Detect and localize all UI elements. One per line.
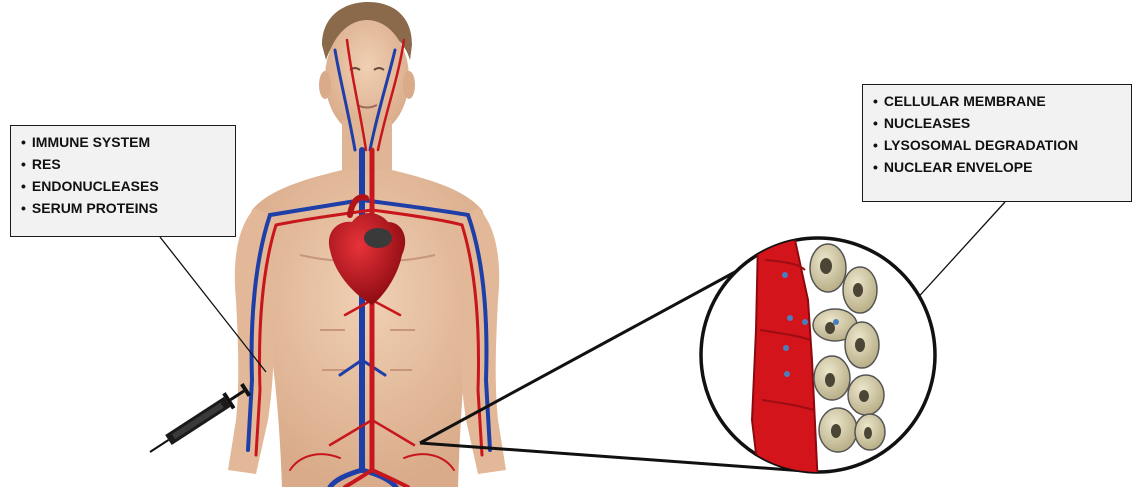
right-barrier-item: NUCLEASES: [873, 112, 1121, 134]
left-barrier-item: IMMUNE SYSTEM: [21, 131, 225, 153]
left-barrier-item: RES: [21, 153, 225, 175]
left-barrier-box: IMMUNE SYSTEM RES ENDONUCLEASES SERUM PR…: [10, 125, 236, 237]
right-barrier-item: CELLULAR MEMBRANE: [873, 90, 1121, 112]
right-barrier-item: LYSOSOMAL DEGRADATION: [873, 134, 1121, 156]
right-barrier-box: CELLULAR MEMBRANE NUCLEASES LYSOSOMAL DE…: [862, 84, 1132, 202]
right-barrier-list: CELLULAR MEMBRANE NUCLEASES LYSOSOMAL DE…: [873, 90, 1121, 178]
left-barrier-list: IMMUNE SYSTEM RES ENDONUCLEASES SERUM PR…: [21, 131, 225, 219]
right-barrier-item: NUCLEAR ENVELOPE: [873, 156, 1121, 178]
magnified-tissue-inset: [701, 238, 935, 487]
left-barrier-item: SERUM PROTEINS: [21, 197, 225, 219]
left-barrier-item: ENDONUCLEASES: [21, 175, 225, 197]
